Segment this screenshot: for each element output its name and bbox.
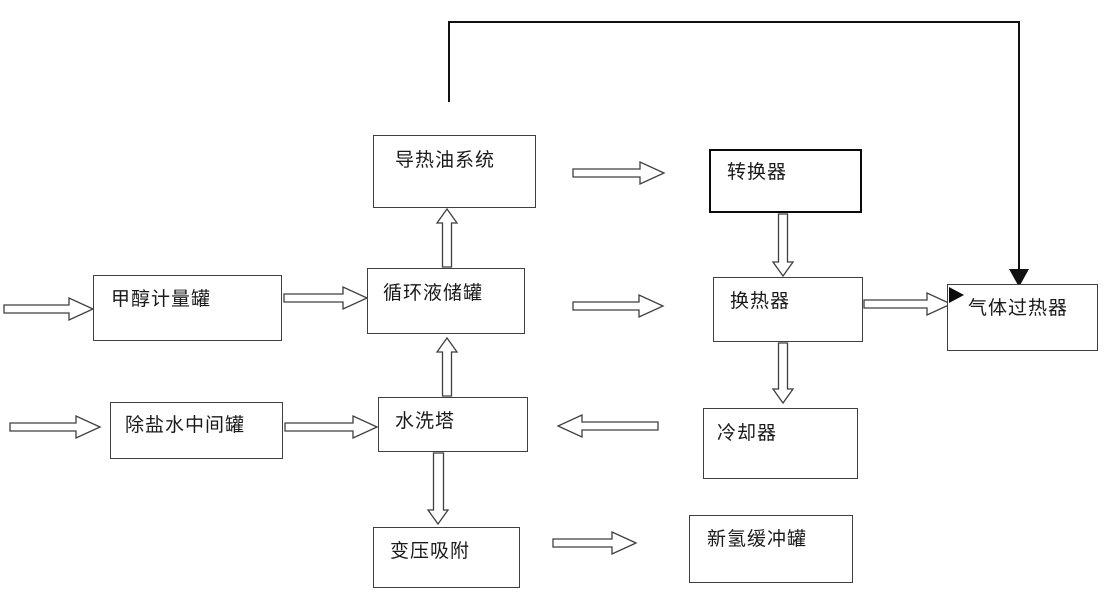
triangle-marker-icon xyxy=(949,287,964,303)
flow-arrow-heat-exchanger-to-cooler xyxy=(771,342,795,405)
flow-arrow-cooler-to-wash-tower xyxy=(556,413,659,439)
node-cooler: 冷却器 xyxy=(703,408,858,479)
flow-arrow-inlet-to-methanol-tank xyxy=(3,296,95,322)
node-pressure-swing-adsorption: 变压吸附 xyxy=(373,527,520,588)
flow-arrow-circulating-tank-to-heat-exchanger xyxy=(572,293,665,319)
node-demin-water-middle-tank: 除盐水中间罐 xyxy=(110,402,283,459)
node-heat-exchanger: 换热器 xyxy=(713,277,863,342)
node-water-wash-tower: 水洗塔 xyxy=(378,397,528,452)
flow-arrow-methanol-to-circulating-tank xyxy=(283,285,369,311)
flow-arrow-inlet-to-demin-water-tank xyxy=(9,414,102,440)
flow-arrow-psa-to-hydrogen-buffer xyxy=(552,530,638,556)
flow-arrow-heat-exchanger-to-superheater xyxy=(863,291,953,317)
node-circulating-liquid-tank: 循环液储罐 xyxy=(367,268,525,334)
flow-arrow-wash-tower-to-psa xyxy=(426,452,450,526)
flow-arrow-demin-water-to-wash-tower xyxy=(284,414,379,440)
flow-arrow-converter-to-heat-exchanger xyxy=(771,213,795,278)
node-converter: 转换器 xyxy=(709,149,862,213)
node-gas-superheater: 气体过热器 xyxy=(947,284,1098,351)
node-thermal-oil-system: 导热油系统 xyxy=(373,135,536,208)
flow-arrow-thermal-oil-to-converter xyxy=(572,160,666,186)
solid-elbow-connector-line xyxy=(448,21,1020,272)
node-fresh-hydrogen-buffer-tank: 新氢缓冲罐 xyxy=(689,515,853,583)
node-methanol-metering-tank: 甲醇计量罐 xyxy=(93,275,282,341)
flow-arrow-circulating-tank-to-thermal-oil xyxy=(435,207,459,268)
solid-elbow-arrowhead-icon xyxy=(1009,269,1029,287)
flow-arrow-wash-tower-to-circulating-tank xyxy=(435,336,459,397)
